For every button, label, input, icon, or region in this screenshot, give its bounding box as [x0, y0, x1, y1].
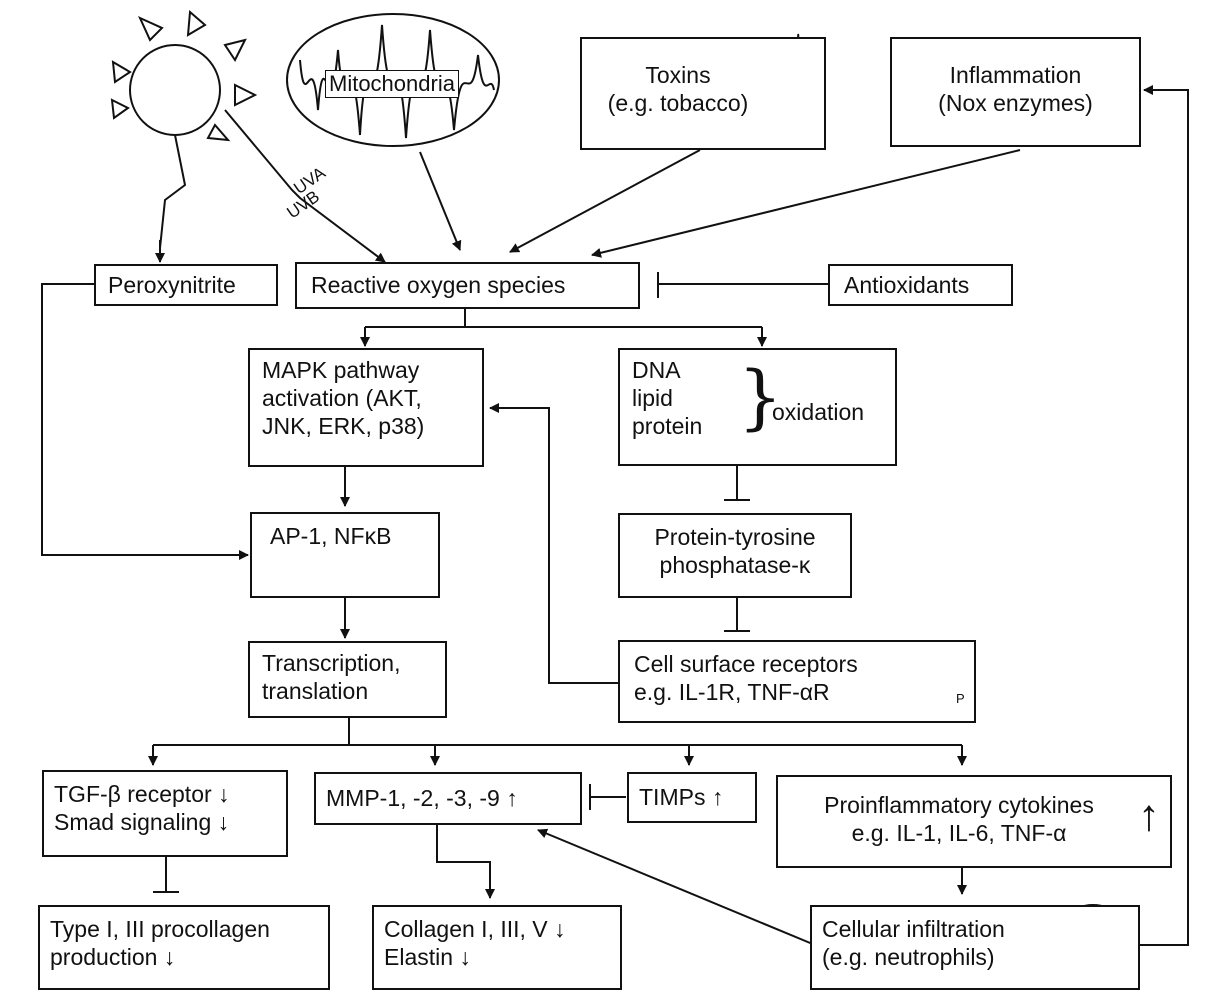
inflammation-box: Inflammation (Nox enzymes) [890, 37, 1141, 147]
transcription-split-line [153, 718, 962, 746]
ros-label: Reactive oxygen species [311, 272, 566, 298]
timps-up-arrow-icon: ↑ [705, 784, 724, 810]
ptp-inhibit-receptors-line [724, 598, 750, 632]
inflammation-line-2: (Nox enzymes) [938, 90, 1093, 116]
oxidation-item-protein: protein [632, 413, 703, 439]
cytokines-up-arrow-icon: ↑ [1138, 791, 1160, 840]
elastin-label: Elastin [384, 944, 454, 970]
receptors-line-2: e.g. IL-1R, TNF-αR [634, 679, 830, 705]
toxins-box: Toxins (e.g. tobacco) [580, 37, 826, 150]
transcription-box: Transcription, translation [248, 641, 447, 718]
receptors-line-1: Cell surface receptors [634, 651, 858, 677]
tgf-box: TGF-β receptor ↓ Smad signaling ↓ [42, 770, 288, 857]
mapk-line-3: JNK, ERK, p38) [262, 413, 425, 439]
collagen-line-1: Collagen I, III, V ↓ [384, 915, 610, 943]
mapk-box: MAPK pathway activation (AKT, JNK, ERK, … [248, 348, 484, 467]
cytokines-box: Proinflammatory cytokines e.g. IL-1, IL-… [776, 775, 1172, 868]
peroxynitrite-label: Peroxynitrite [108, 272, 236, 298]
peroxynitrite-box: Peroxynitrite [94, 264, 278, 306]
mmp-label: MMP-1, -2, -3, -9 [326, 785, 500, 811]
inflammation-line-1: Inflammation [949, 62, 1082, 88]
infiltration-to-inflammation-arrow [1140, 85, 1189, 946]
peroxynitrite-to-ap1-arrow [41, 283, 249, 560]
infiltration-to-mmp-arrow [537, 828, 816, 946]
receptors-box: Cell surface receptors e.g. IL-1R, TNF-α… [618, 640, 976, 723]
smad-down-arrow-icon: ↓ [211, 809, 230, 835]
inflammation-to-ros-arrow [591, 149, 1021, 258]
mapk-line-1: MAPK pathway [262, 357, 420, 383]
timps-label: TIMPs [639, 784, 706, 810]
tgf-line-2: Smad signaling ↓ [54, 808, 276, 836]
ap1-label: AP-1, NFκB [270, 523, 392, 549]
antioxidants-label: Antioxidants [844, 272, 970, 298]
tgf-inhibit-procollagen-line [153, 857, 179, 893]
transcription-line-2: translation [262, 678, 369, 704]
timps-box: TIMPs ↑ [627, 772, 757, 823]
ptp-line-1: Protein-tyrosine [654, 524, 816, 550]
ptp-line-2: phosphatase-κ [659, 552, 811, 578]
oxidation-brace: } [738, 356, 783, 438]
oxidation-inhibit-ptp-line [724, 466, 750, 501]
collagen-line-2: Elastin ↓ [384, 943, 610, 971]
cytokines-line-1: Proinflammatory cytokines [824, 792, 1094, 818]
procollagen-line-2: production ↓ [50, 943, 318, 971]
timps-inhibit-mmp-line [589, 784, 626, 810]
antioxidants-inhibit-line [657, 272, 828, 298]
mitochondria-label: Mitochondria [325, 70, 459, 98]
antioxidants-box: Antioxidants [828, 264, 1013, 306]
collagen-down-arrow-icon: ↓ [547, 916, 566, 942]
sun-icon [110, 9, 258, 249]
tgf-receptor-down-arrow-icon: ↓ [211, 781, 230, 807]
procollagen-label: production [50, 944, 158, 970]
mitochondria-to-ros-arrow [419, 151, 462, 251]
phospho-label: P [956, 691, 965, 706]
oxidation-box: DNA lipid protein } oxidation [618, 348, 897, 466]
procollagen-line-1: Type I, III procollagen [50, 916, 270, 942]
infiltration-box: Cellular infiltration (e.g. neutrophils) [810, 905, 1140, 990]
ros-box: Reactive oxygen species [295, 262, 640, 309]
timps-line: TIMPs ↑ [639, 783, 745, 811]
procollagen-down-arrow-icon: ↓ [157, 944, 176, 970]
toxins-line-2: (e.g. tobacco) [607, 90, 749, 116]
ptp-box: Protein-tyrosine phosphatase-κ [618, 513, 852, 598]
procollagen-box: Type I, III procollagen production ↓ [38, 905, 330, 990]
mmp-line: MMP-1, -2, -3, -9 ↑ [326, 784, 570, 812]
mmp-box: MMP-1, -2, -3, -9 ↑ [314, 772, 582, 825]
mmp-to-collagen-arrow [436, 825, 495, 899]
mmp-up-arrow-icon: ↑ [499, 785, 518, 811]
cytokines-line-2: e.g. IL-1, IL-6, TNF-α [851, 820, 1067, 846]
collagen-label: Collagen I, III, V [384, 916, 548, 942]
transcription-line-1: Transcription, [262, 650, 401, 676]
toxins-line-1: Toxins [645, 62, 711, 88]
infiltration-line-1: Cellular infiltration [822, 916, 1005, 942]
oxidation-item-dna: DNA [632, 357, 681, 383]
collagen-box: Collagen I, III, V ↓ Elastin ↓ [372, 905, 622, 990]
oxidation-item-lipid: lipid [632, 385, 673, 411]
infiltration-line-2: (e.g. neutrophils) [822, 944, 995, 970]
toxins-to-ros-arrow [509, 149, 701, 253]
uv-ray-line [224, 109, 386, 263]
oxidation-label: oxidation [772, 399, 865, 425]
ros-split-line [365, 309, 762, 328]
receptors-to-mapk-arrow [489, 403, 618, 684]
elastin-down-arrow-icon: ↓ [453, 944, 471, 970]
smad-label: Smad signaling [54, 809, 212, 835]
mapk-line-2: activation (AKT, [262, 385, 422, 411]
ap1-box: AP-1, NFκB [250, 512, 440, 598]
tgf-receptor-label: TGF-β receptor [54, 781, 212, 807]
tgf-line-1: TGF-β receptor ↓ [54, 780, 276, 808]
